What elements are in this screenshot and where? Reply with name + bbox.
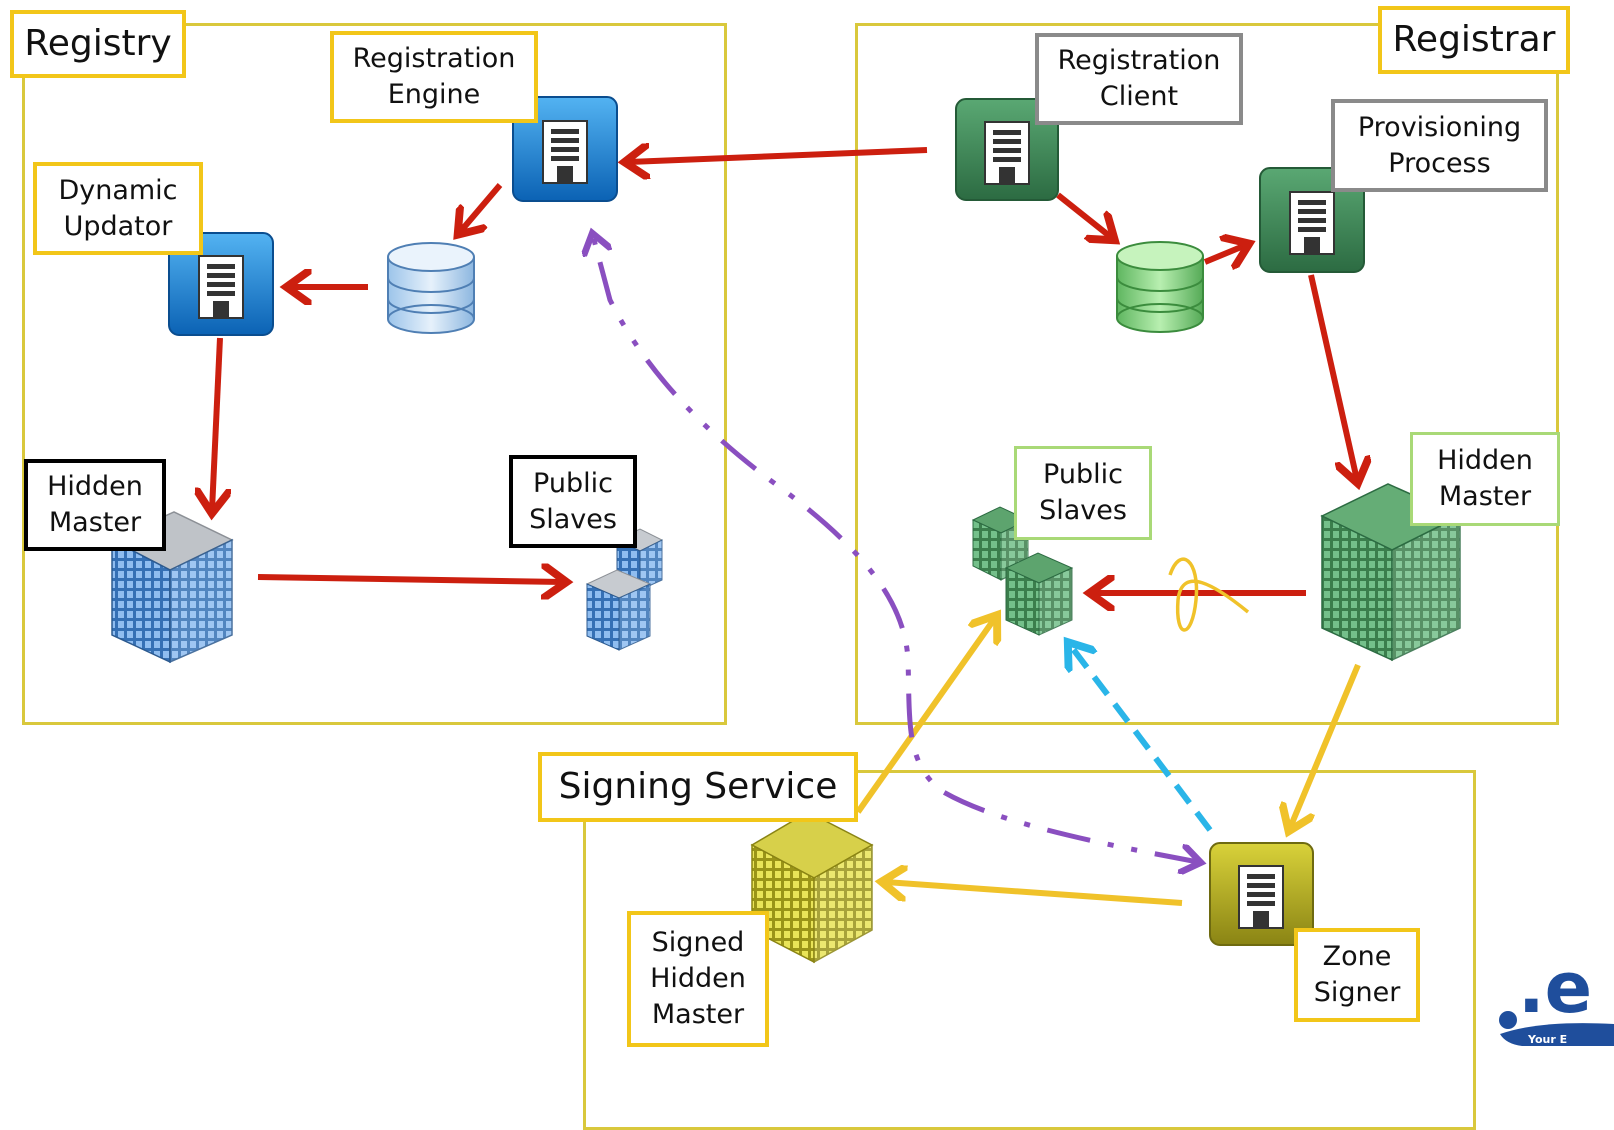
arrow-engine-zone-signer-link: [593, 236, 1198, 862]
arrow-hidden-master-to-slaves: [257, 577, 563, 582]
signed-hidden-master-label: Signed Hidden Master: [627, 911, 769, 1047]
provisioning-process-label: Provisioning Process: [1331, 99, 1548, 192]
arrow-registrar-master-to-zone-signer: [1290, 663, 1361, 828]
signed-hidden-master-building-icon: [750, 811, 874, 964]
provisioning-process-server-icon: [1259, 167, 1365, 273]
arrow-client-to-engine: [628, 150, 928, 162]
arrow-registrar-db-to-provisioning: [1203, 245, 1246, 262]
arrow-zone-signer-to-signed-master: [885, 882, 1183, 906]
arrow-engine-to-db: [460, 183, 503, 232]
registry-public-slaves-building-icon: [585, 528, 664, 651]
zone-signer-server-icon: [1209, 842, 1314, 946]
registry-public-slaves-label: Public Slaves: [509, 455, 637, 548]
registration-client-server-icon: [955, 98, 1059, 201]
registrar-hidden-master-label: Hidden Master: [1410, 432, 1560, 526]
registrar-section-title: Registrar: [1378, 6, 1570, 74]
zone-signer-label: Zone Signer: [1294, 928, 1420, 1022]
registrar-public-slaves-label: Public Slaves: [1014, 446, 1152, 540]
registry-section-title: Registry: [10, 10, 186, 78]
registration-client-label: Registration Client: [1035, 33, 1243, 125]
arrow-updator-to-hidden-master: [212, 337, 220, 510]
registration-engine-label: Registration Engine: [330, 31, 538, 123]
logo-text: .e: [1518, 947, 1592, 1029]
logo-tagline: Your E: [1527, 1033, 1567, 1046]
registration-engine-server-icon: [512, 96, 618, 202]
arrow-provisioning-to-hidden-master: [1308, 274, 1357, 480]
registrar-hidden-master-building-icon: [1320, 483, 1462, 662]
signing-service-section-title: Signing Service: [538, 752, 858, 822]
dynamic-updator-server-icon: [168, 232, 274, 336]
eurid-logo: .e Your E: [1499, 947, 1614, 1046]
registrar-database-icon: [1116, 241, 1204, 333]
registry-hidden-master-label: Hidden Master: [24, 459, 166, 551]
dynamic-updator-label: Dynamic Updator: [33, 162, 203, 255]
registry-database-icon: [387, 242, 475, 334]
